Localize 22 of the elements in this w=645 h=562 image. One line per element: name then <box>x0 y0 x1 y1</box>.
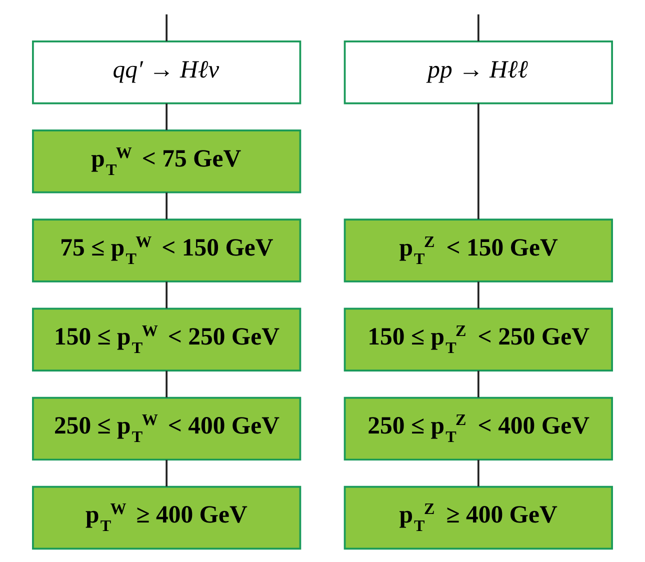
connector <box>477 460 480 486</box>
node-box: p$_{T}$$^{Z}$ ≥ 400 GeV <box>344 486 613 550</box>
node-box: 250 ≤ p$_{T}$$^{W}$ < 400 GeV <box>32 396 302 461</box>
connector <box>477 14 480 42</box>
node-box: pp → Hℓℓ <box>344 40 613 104</box>
node-box: qq′ → Hℓν <box>32 40 302 104</box>
node-box: p$_{T}$$^{W}$ < 75 GeV <box>32 130 302 194</box>
node-box: 150 ≤ p$_{T}$$^{Z}$ < 250 GeV <box>344 308 613 372</box>
connector <box>166 103 168 130</box>
connector <box>477 282 480 308</box>
node-box: 150 ≤ p$_{T}$$^{W}$ < 250 GeV <box>32 308 302 372</box>
connector <box>477 370 480 398</box>
connector <box>166 460 168 486</box>
connector <box>166 14 168 42</box>
connector <box>166 370 168 398</box>
node-box: p$_{T}$$^{W}$ ≥ 400 GeV <box>32 486 302 550</box>
node-box: 75 ≤ p$_{T}$$^{W}$ < 150 GeV <box>32 218 302 282</box>
node-box: p$_{T}$$^{Z}$ < 150 GeV <box>344 218 613 282</box>
connector <box>477 103 480 220</box>
node-box: 250 ≤ p$_{T}$$^{Z}$ < 400 GeV <box>344 396 613 461</box>
connector <box>166 192 168 220</box>
connector <box>166 282 168 308</box>
